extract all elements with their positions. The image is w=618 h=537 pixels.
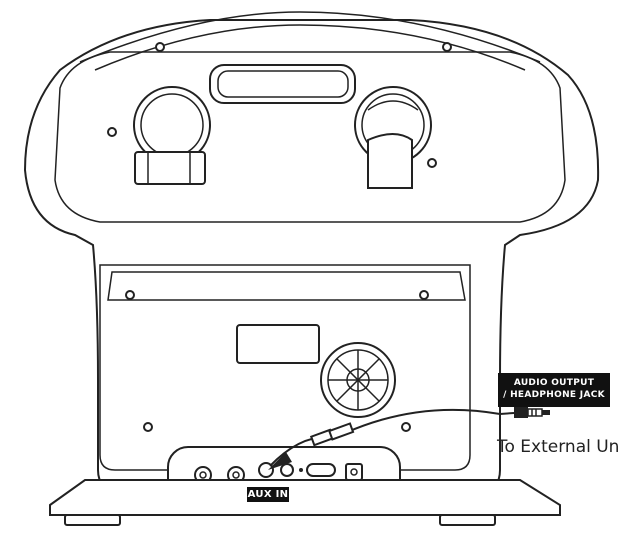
carry-handle-inner — [217, 70, 349, 98]
usb-port — [306, 463, 336, 477]
screw — [107, 127, 117, 137]
mic-clip-left — [134, 151, 206, 185]
cable-plug-near — [309, 422, 355, 447]
top-ridge — [79, 11, 541, 63]
rear-panel — [99, 264, 471, 471]
speaker-base — [49, 479, 561, 516]
audio-output-label-line1: AUDIO OUTPUT — [513, 378, 595, 388]
headphone-jack — [280, 463, 294, 477]
screw — [401, 422, 411, 432]
foot-left — [64, 514, 121, 526]
label-plate — [236, 324, 320, 364]
screw — [427, 158, 437, 168]
upper-panel — [54, 51, 566, 223]
audio-output-label-line2: / HEADPHONE JACK — [503, 390, 605, 400]
dc-power-port — [345, 463, 363, 481]
screw — [125, 290, 135, 300]
foot-right — [439, 514, 496, 526]
screw — [155, 42, 165, 52]
vent-grille — [320, 342, 396, 418]
mic-clip-right — [367, 133, 413, 189]
mic-jack-2-inner — [232, 471, 240, 479]
screw — [442, 42, 452, 52]
rear-panel-top-strip — [107, 271, 466, 301]
carry-handle — [209, 64, 356, 104]
screw — [143, 422, 153, 432]
audio-output-label: AUDIO OUTPUT / HEADPHONE JACK — [498, 373, 610, 407]
indicator-dot — [299, 468, 303, 472]
mic-cap-right — [367, 100, 419, 111]
aux-in-jack — [258, 462, 274, 478]
aux-in-label: AUX IN — [247, 487, 289, 502]
mic-jack-1-inner — [199, 471, 207, 479]
dc-power-port-inner — [350, 468, 358, 476]
arrow-head — [268, 452, 292, 470]
screw — [419, 290, 429, 300]
headphone-plug-icon — [499, 407, 550, 418]
external-unit-label: To External Unit — [497, 437, 618, 457]
